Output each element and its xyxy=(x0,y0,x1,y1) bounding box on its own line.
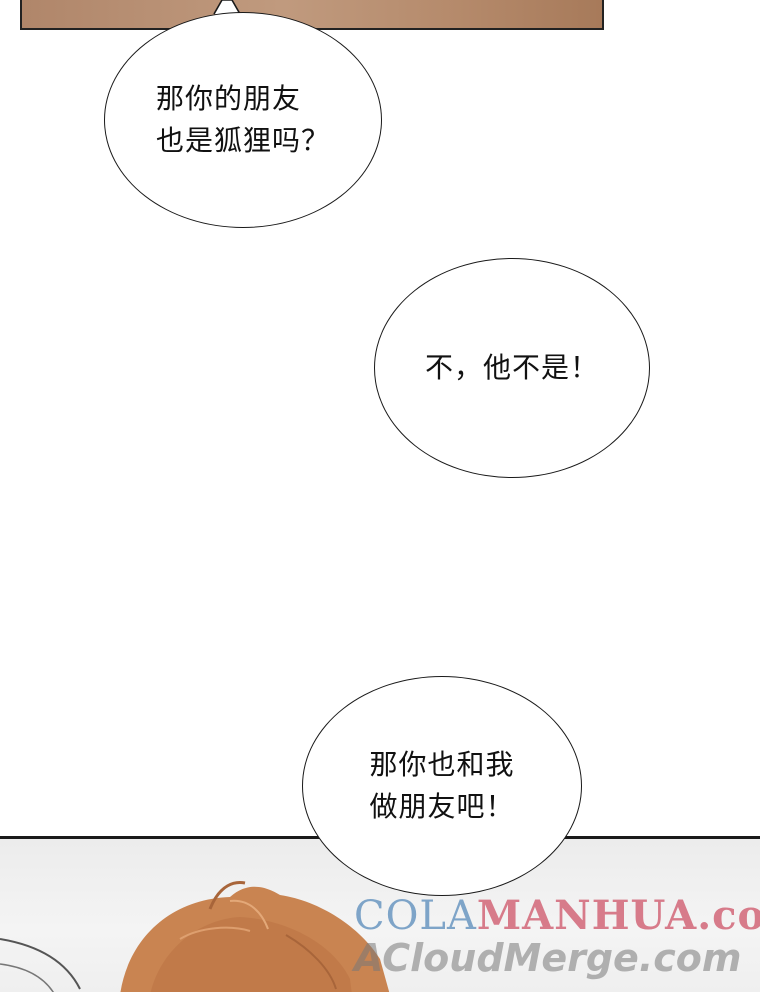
speech-bubble-3: 那你也和我 做朋友吧！ xyxy=(302,676,582,896)
bubble-1-line-1: 那你的朋友 xyxy=(155,82,301,115)
bubble-2-line-1: 不，他不是！ xyxy=(424,351,599,384)
bottom-panel: COLAMANHUA.com ACloudMerge.com xyxy=(0,836,760,992)
watermark-line-1: COLAMANHUA.com xyxy=(354,892,760,939)
bubble-1-text: 那你的朋友 也是狐狸吗？ xyxy=(156,78,330,162)
character-hair-illustration xyxy=(0,881,390,992)
bubble-3-line-2: 做朋友吧！ xyxy=(369,790,515,823)
speech-bubble-1: 那你的朋友 也是狐狸吗？ xyxy=(104,12,382,228)
bubble-1-line-2: 也是狐狸吗？ xyxy=(155,124,330,157)
watermark: COLAMANHUA.com ACloudMerge.com xyxy=(354,892,760,988)
watermark-manhua: MANHUA.com xyxy=(476,892,760,939)
bubble-2-text: 不，他不是！ xyxy=(425,347,599,389)
bubble-3-text: 那你也和我 做朋友吧！ xyxy=(369,744,514,828)
watermark-line-2: ACloudMerge.com xyxy=(354,936,742,980)
bubble-3-line-1: 那你也和我 xyxy=(369,748,515,781)
speech-bubble-2: 不，他不是！ xyxy=(374,258,650,478)
watermark-cola: COLA xyxy=(354,893,477,939)
